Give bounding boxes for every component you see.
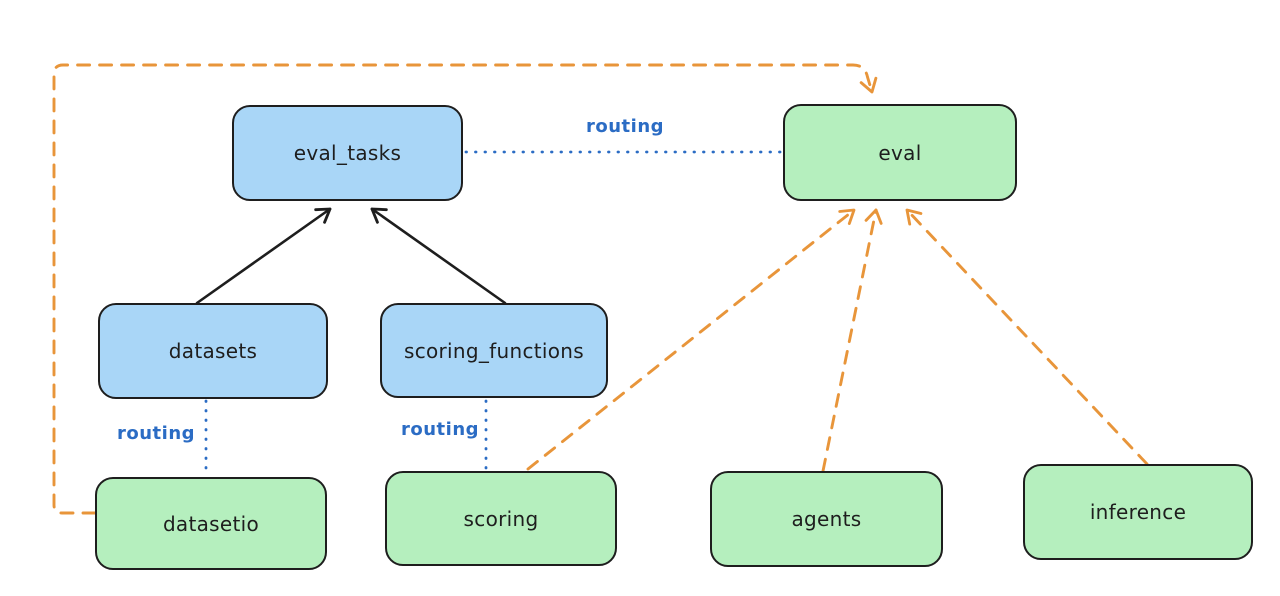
edge-datasets-to-eval-tasks bbox=[195, 207, 332, 305]
node-datasetio-label: datasetio bbox=[162, 511, 260, 536]
node-eval-tasks-label: eval_tasks bbox=[293, 141, 402, 165]
edge-agents-to-eval bbox=[821, 208, 883, 473]
edge-scoring-to-eval bbox=[526, 208, 856, 471]
node-inference-label: inference bbox=[1089, 500, 1187, 524]
node-datasets-label: datasets bbox=[168, 339, 258, 363]
node-eval: eval bbox=[783, 104, 1017, 201]
node-agents: agents bbox=[710, 471, 943, 567]
node-datasets: datasets bbox=[98, 303, 328, 399]
node-scoring-functions: scoring_functions bbox=[380, 303, 608, 398]
edge-datasetio-to-eval bbox=[52, 63, 878, 515]
routing-label-eval-tasks-eval: routing bbox=[585, 116, 665, 137]
routing-label-datasets-datasetio: routing bbox=[116, 423, 196, 444]
edge-inference-to-eval bbox=[905, 208, 1149, 466]
node-scoring: scoring bbox=[385, 471, 617, 566]
node-eval-tasks: eval_tasks bbox=[232, 105, 463, 201]
edge-scoring-functions-to-eval-tasks bbox=[370, 207, 507, 305]
node-agents-label: agents bbox=[791, 507, 862, 531]
node-inference: inference bbox=[1023, 464, 1253, 560]
node-datasetio: datasetio bbox=[95, 477, 327, 570]
node-scoring-label: scoring bbox=[463, 506, 539, 531]
routing-label-scoring-functions-scoring: routing bbox=[400, 419, 480, 440]
node-eval-label: eval bbox=[878, 140, 922, 165]
node-scoring-functions-label: scoring_functions bbox=[403, 338, 585, 363]
